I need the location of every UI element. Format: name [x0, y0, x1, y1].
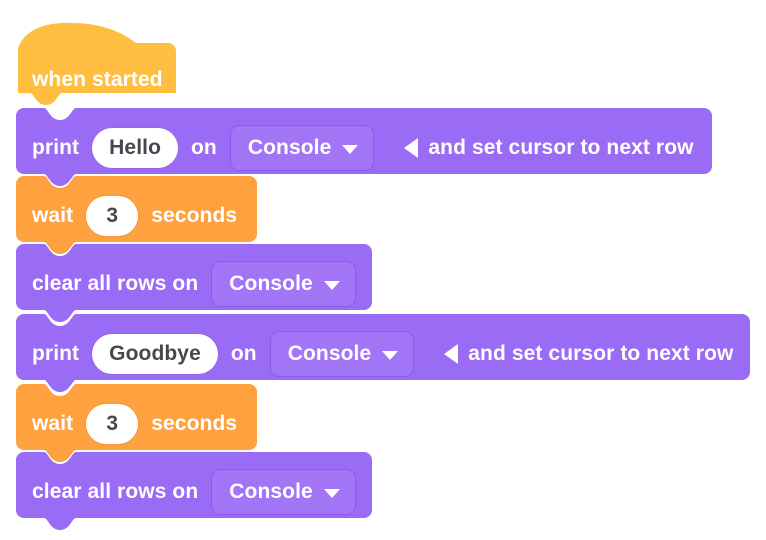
number-input-seconds[interactable]: 3 — [86, 404, 139, 444]
block-label-print: print — [32, 342, 80, 365]
dropdown-console[interactable]: Console — [229, 125, 375, 171]
dropdown-console[interactable]: Console — [269, 331, 415, 377]
dropdown-value: Console — [229, 480, 313, 503]
dropdown-value: Console — [247, 136, 332, 159]
block-label-clear-all-rows-on: clear all rows on — [32, 480, 199, 503]
chevron-down-icon — [342, 144, 359, 154]
dropdown-value: Console — [287, 342, 372, 365]
dropdown-console[interactable]: Console — [211, 469, 356, 515]
triangle-left-icon[interactable] — [444, 344, 459, 364]
block-label-on: on — [230, 342, 257, 365]
number-input-seconds[interactable]: 3 — [86, 196, 139, 236]
dropdown-value: Console — [229, 272, 313, 295]
dropdown-console[interactable]: Console — [211, 261, 356, 307]
text-input-hello[interactable]: Hello — [92, 128, 178, 168]
block-label-wait: wait — [32, 204, 74, 227]
block-label-seconds: seconds — [151, 204, 238, 227]
text-input-goodbye[interactable]: Goodbye — [92, 334, 218, 374]
block-label-when-started: when started — [32, 68, 163, 91]
triangle-left-icon[interactable] — [404, 138, 419, 158]
block-shape-hat — [18, 22, 176, 106]
block-label-clear-all-rows-on: clear all rows on — [32, 272, 199, 295]
block-label-seconds: seconds — [151, 412, 238, 435]
block-label-set-cursor-next-row: and set cursor to next row — [468, 342, 734, 365]
chevron-down-icon — [323, 488, 340, 498]
block-label-wait: wait — [32, 412, 74, 435]
block-label-set-cursor-next-row: and set cursor to next row — [428, 136, 694, 159]
block-label-on: on — [191, 136, 217, 159]
chevron-down-icon — [323, 280, 340, 290]
block-when-started[interactable]: when started — [16, 18, 178, 106]
chevron-down-icon — [382, 350, 399, 360]
block-label-print: print — [32, 136, 80, 159]
block-clear-all-rows-2[interactable]: clear all rows on Console — [16, 448, 376, 534]
